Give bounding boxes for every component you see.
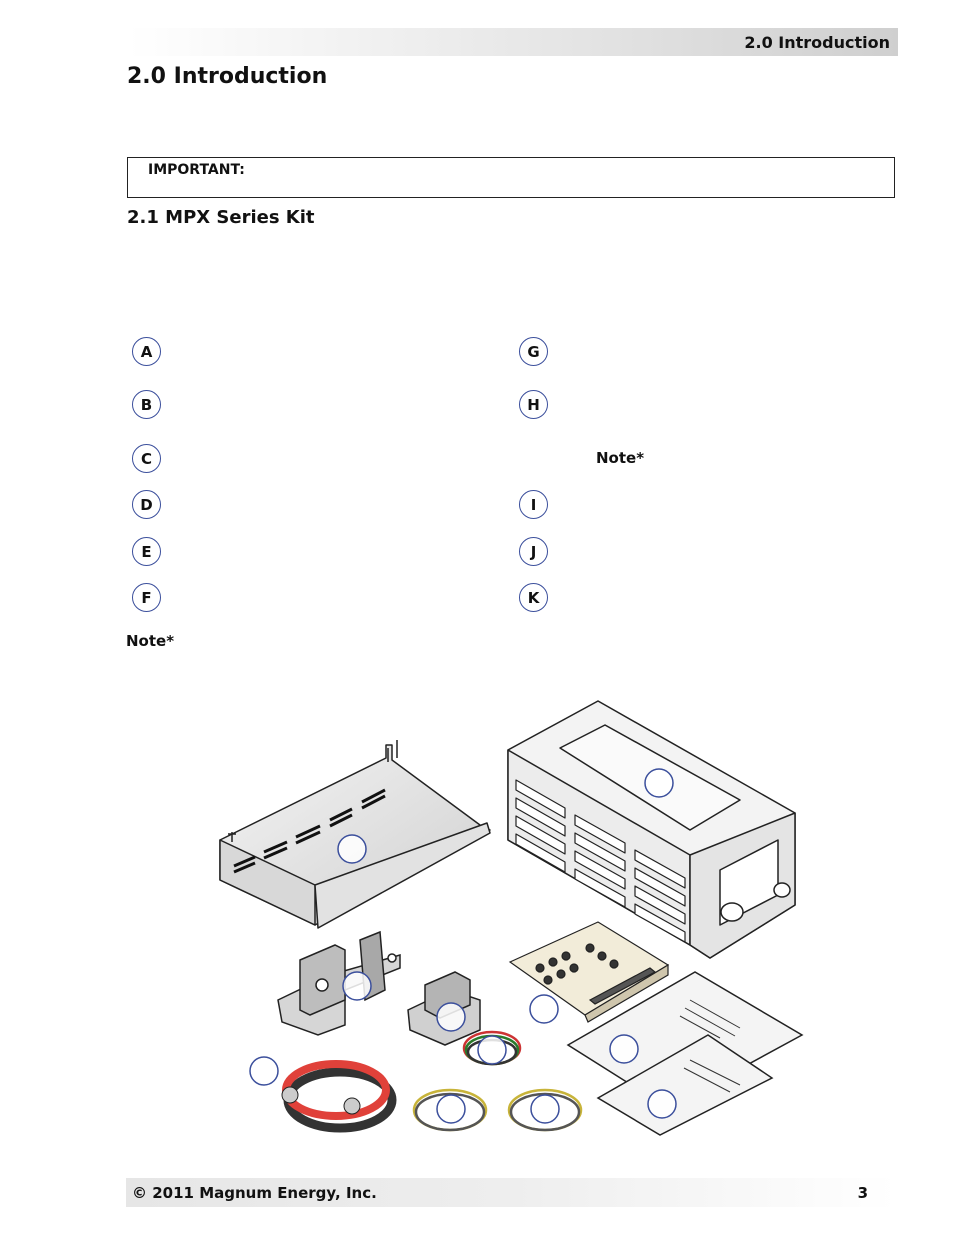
item-marker-e: E xyxy=(132,537,161,566)
item-marker-c: C xyxy=(132,444,161,473)
item-marker-f: F xyxy=(132,583,161,612)
item-marker-i: I xyxy=(519,490,548,519)
page-title: 2.0 Introduction xyxy=(127,64,328,89)
terminal-board xyxy=(508,921,670,1023)
enclosure xyxy=(507,700,796,959)
item-marker-h: H xyxy=(519,390,548,419)
item-marker-g: G xyxy=(519,337,548,366)
important-box: IMPORTANT: xyxy=(127,157,895,198)
item-marker-d: D xyxy=(132,490,161,519)
page-number: 3 xyxy=(857,1184,868,1202)
item-marker-k: K xyxy=(519,583,548,612)
header-section-label: 2.0 Introduction xyxy=(744,33,890,52)
item-marker-b: B xyxy=(132,390,161,419)
fuse-large xyxy=(277,930,401,1036)
manuals xyxy=(566,971,804,1136)
mounting-bracket xyxy=(219,740,491,929)
footer-copyright: © 2011 Magnum Energy, Inc. xyxy=(132,1184,377,1202)
item-marker-j: J xyxy=(519,537,548,566)
header-bar: 2.0 Introduction xyxy=(128,28,898,56)
item-marker-a: A xyxy=(132,337,161,366)
note-bottom: Note* xyxy=(126,632,175,650)
important-label: IMPORTANT: xyxy=(148,162,245,178)
callout-circles xyxy=(249,768,677,1124)
footer-bar: © 2011 Magnum Energy, Inc. 3 xyxy=(126,1178,896,1207)
section-title: 2.1 MPX Series Kit xyxy=(127,207,315,228)
battery-cables xyxy=(281,1060,397,1133)
note-right: Note* xyxy=(596,449,645,467)
